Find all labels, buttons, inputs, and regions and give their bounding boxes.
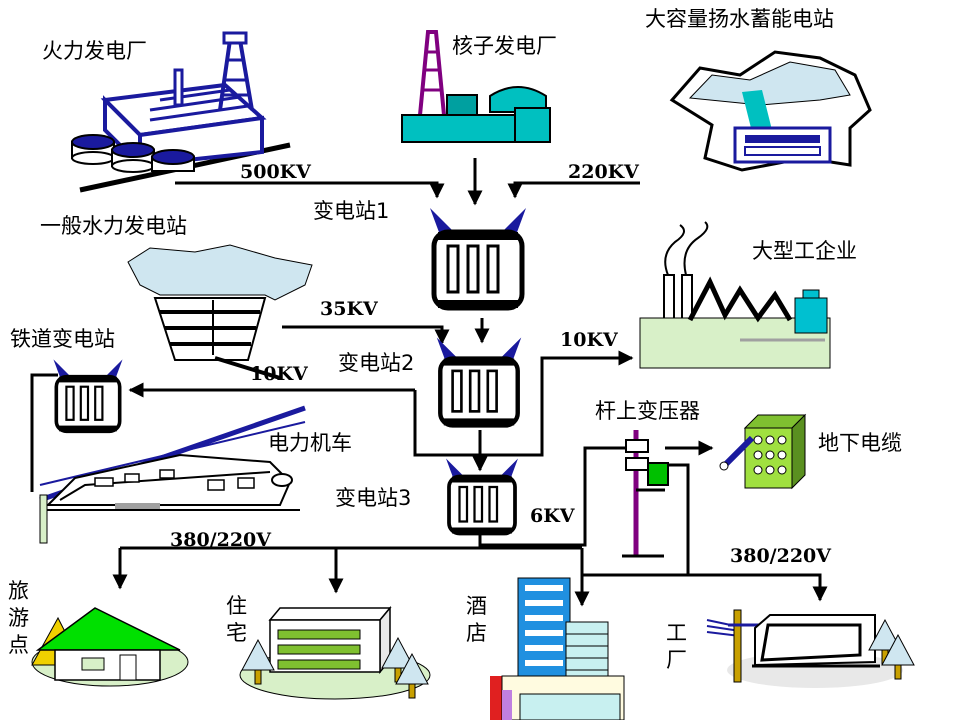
- substation-2-transformer: [437, 337, 521, 425]
- hotel-label: 酒 店: [466, 594, 487, 645]
- voltage-6kv-label: 6KV: [530, 505, 576, 527]
- railway-substation-transformer: [51, 357, 125, 434]
- svg-text:酒: 酒: [466, 594, 487, 618]
- voltage-500kv-label: 500KV: [240, 161, 312, 183]
- hydro-station-illustration: [127, 244, 313, 380]
- underground-cable-illustration: [719, 413, 807, 490]
- voltage-35kv-label: 35KV: [320, 298, 379, 320]
- substation-3-transformer: [444, 456, 520, 536]
- electric-locomotive-label: 电力机车: [268, 431, 352, 455]
- voltage-10kv-industry-label: 10KV: [560, 329, 619, 351]
- voltage-380-220v-right-label: 380/220V: [730, 545, 832, 567]
- substation-1-label: 变电站1: [313, 199, 389, 223]
- residence-illustration: [239, 605, 431, 700]
- factory-illustration: [706, 609, 915, 688]
- svg-text:旅: 旅: [8, 579, 29, 603]
- hydro-station-label: 一般水力发电站: [40, 214, 187, 238]
- underground-cable-label: 地下电缆: [818, 431, 902, 455]
- pumped-storage-label: 大容量扬水蓄能电站: [645, 7, 834, 31]
- pole-transformer-illustration: [622, 430, 669, 558]
- railway-illustration: [39, 405, 306, 544]
- substation-1-transformer: [430, 208, 526, 308]
- substation-2-label: 变电站2: [338, 351, 414, 375]
- tourist-spot-illustration: [31, 607, 189, 687]
- large-industry-illustration: [639, 221, 831, 369]
- voltage-220kv-label: 220KV: [568, 161, 640, 183]
- svg-text:游: 游: [8, 606, 29, 630]
- pole-transformer-label: 杆上变压器: [595, 399, 700, 423]
- voltage-380-220v-left-label: 380/220V: [170, 529, 272, 551]
- nuclear-plant-label: 核子发电厂: [452, 34, 557, 58]
- svg-text:点: 点: [8, 633, 29, 657]
- substation-3-label: 变电站3: [335, 486, 411, 510]
- pumped-storage-illustration: [669, 50, 872, 172]
- svg-text:店: 店: [466, 621, 487, 645]
- svg-text:宅: 宅: [226, 621, 247, 645]
- voltage-10kv-hydro-label: 10KV: [250, 363, 309, 385]
- hotel-illustration: [490, 577, 625, 720]
- svg-text:工: 工: [666, 621, 687, 645]
- thermal-plant-illustration: [71, 31, 291, 193]
- svg-text:住: 住: [226, 594, 247, 618]
- wires: [30, 158, 828, 607]
- tourist-spot-label: 旅 游 点: [8, 579, 29, 657]
- residence-label: 住 宅: [226, 594, 247, 645]
- nuclear-plant-illustration: [401, 30, 551, 143]
- large-industry-label: 大型工企业: [752, 239, 857, 263]
- factory-label: 工 厂: [666, 621, 687, 672]
- thermal-plant-label: 火力发电厂: [42, 39, 147, 63]
- svg-text:厂: 厂: [666, 648, 687, 672]
- railway-substation-label: 铁道变电站: [10, 327, 115, 351]
